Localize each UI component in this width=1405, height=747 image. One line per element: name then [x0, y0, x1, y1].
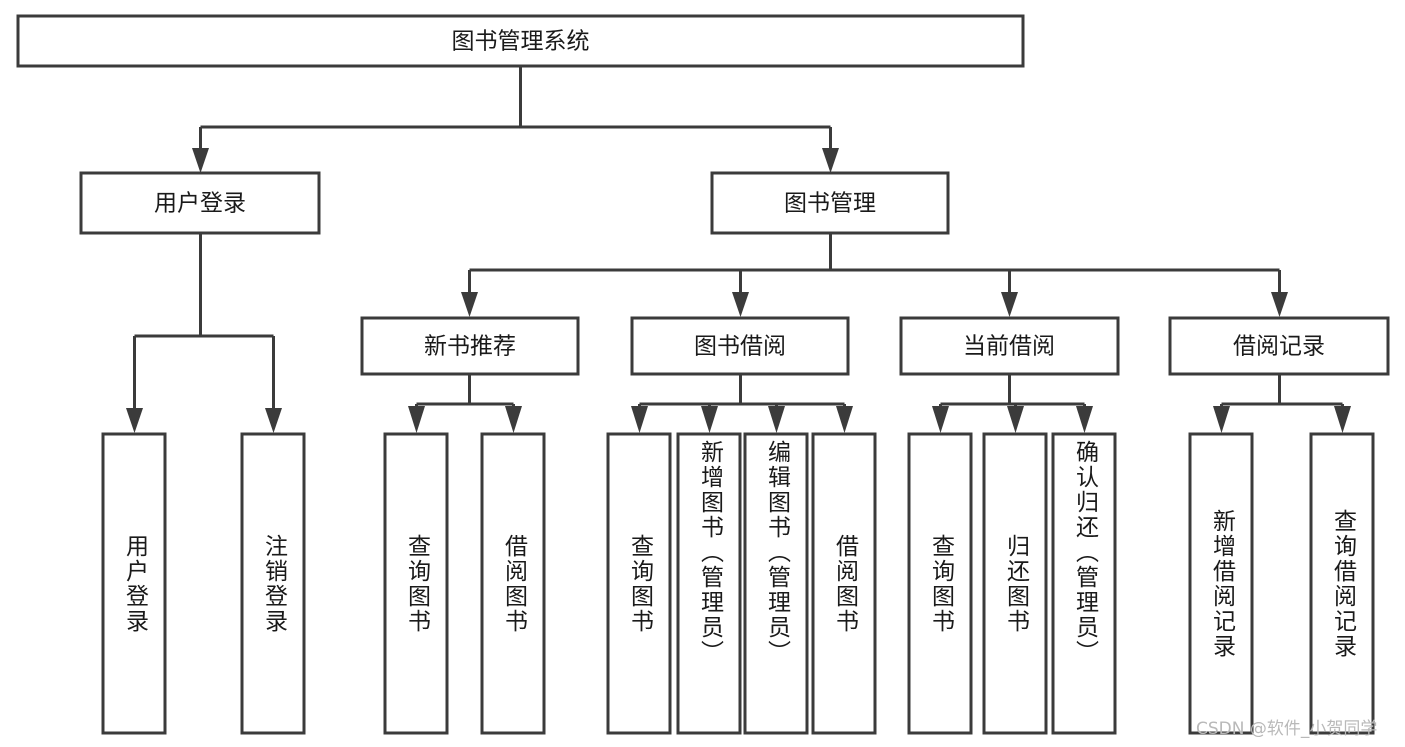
leaf-box-borrow-books[interactable]	[811, 432, 877, 735]
node-book-borrow[interactable]: 图书借阅	[630, 316, 850, 376]
node-book-management-label: 图书管理	[784, 191, 876, 217]
leaf-box-edit-book-admin[interactable]	[743, 432, 809, 735]
connector-borrow-to-leaves	[631, 374, 853, 433]
node-root-label: 图书管理系统	[452, 29, 590, 55]
leaf-box-return-books[interactable]	[982, 432, 1048, 735]
leaf-box-query-books-current[interactable]	[907, 432, 973, 735]
connector-records-to-leaves	[1213, 374, 1351, 433]
csdn-watermark: CSDN @软件_小贺同学	[1196, 719, 1378, 739]
leaf-box-borrow-books-rec[interactable]	[480, 432, 546, 735]
node-new-book-recommend-label: 新书推荐	[424, 334, 516, 360]
leaf-box-add-book-admin[interactable]	[676, 432, 742, 735]
leaf-box-user-login[interactable]	[101, 432, 167, 735]
node-root[interactable]: 图书管理系统	[16, 14, 1025, 68]
leaf-box-logout[interactable]	[240, 432, 306, 735]
node-borrow-records-label: 借阅记录	[1233, 334, 1325, 360]
leaf-box-query-books-borrow[interactable]	[606, 432, 672, 735]
leaf-box-confirm-return-admin[interactable]	[1051, 432, 1117, 735]
connector-current-to-leaves	[932, 374, 1093, 433]
connector-userlogin-to-leaves	[126, 233, 282, 433]
connector-newbook-to-leaves	[408, 374, 522, 433]
node-user-login-label: 用户登录	[154, 191, 246, 217]
node-borrow-records[interactable]: 借阅记录	[1168, 316, 1390, 376]
node-current-borrow[interactable]: 当前借阅	[899, 316, 1120, 376]
leaf-box-query-books-rec[interactable]	[383, 432, 449, 735]
leaf-boxes	[101, 432, 1375, 735]
node-book-management[interactable]: 图书管理	[710, 171, 950, 235]
node-user-login[interactable]: 用户登录	[79, 171, 321, 235]
leaf-box-add-borrow-record[interactable]	[1188, 432, 1254, 735]
node-new-book-recommend[interactable]: 新书推荐	[360, 316, 580, 376]
node-current-borrow-label: 当前借阅	[963, 334, 1055, 360]
connector-root-to-level2	[192, 66, 839, 173]
connector-bookmgmt-to-level3	[461, 233, 1288, 317]
leaf-box-query-borrow-record[interactable]	[1309, 432, 1375, 735]
node-book-borrow-label: 图书借阅	[694, 334, 786, 360]
